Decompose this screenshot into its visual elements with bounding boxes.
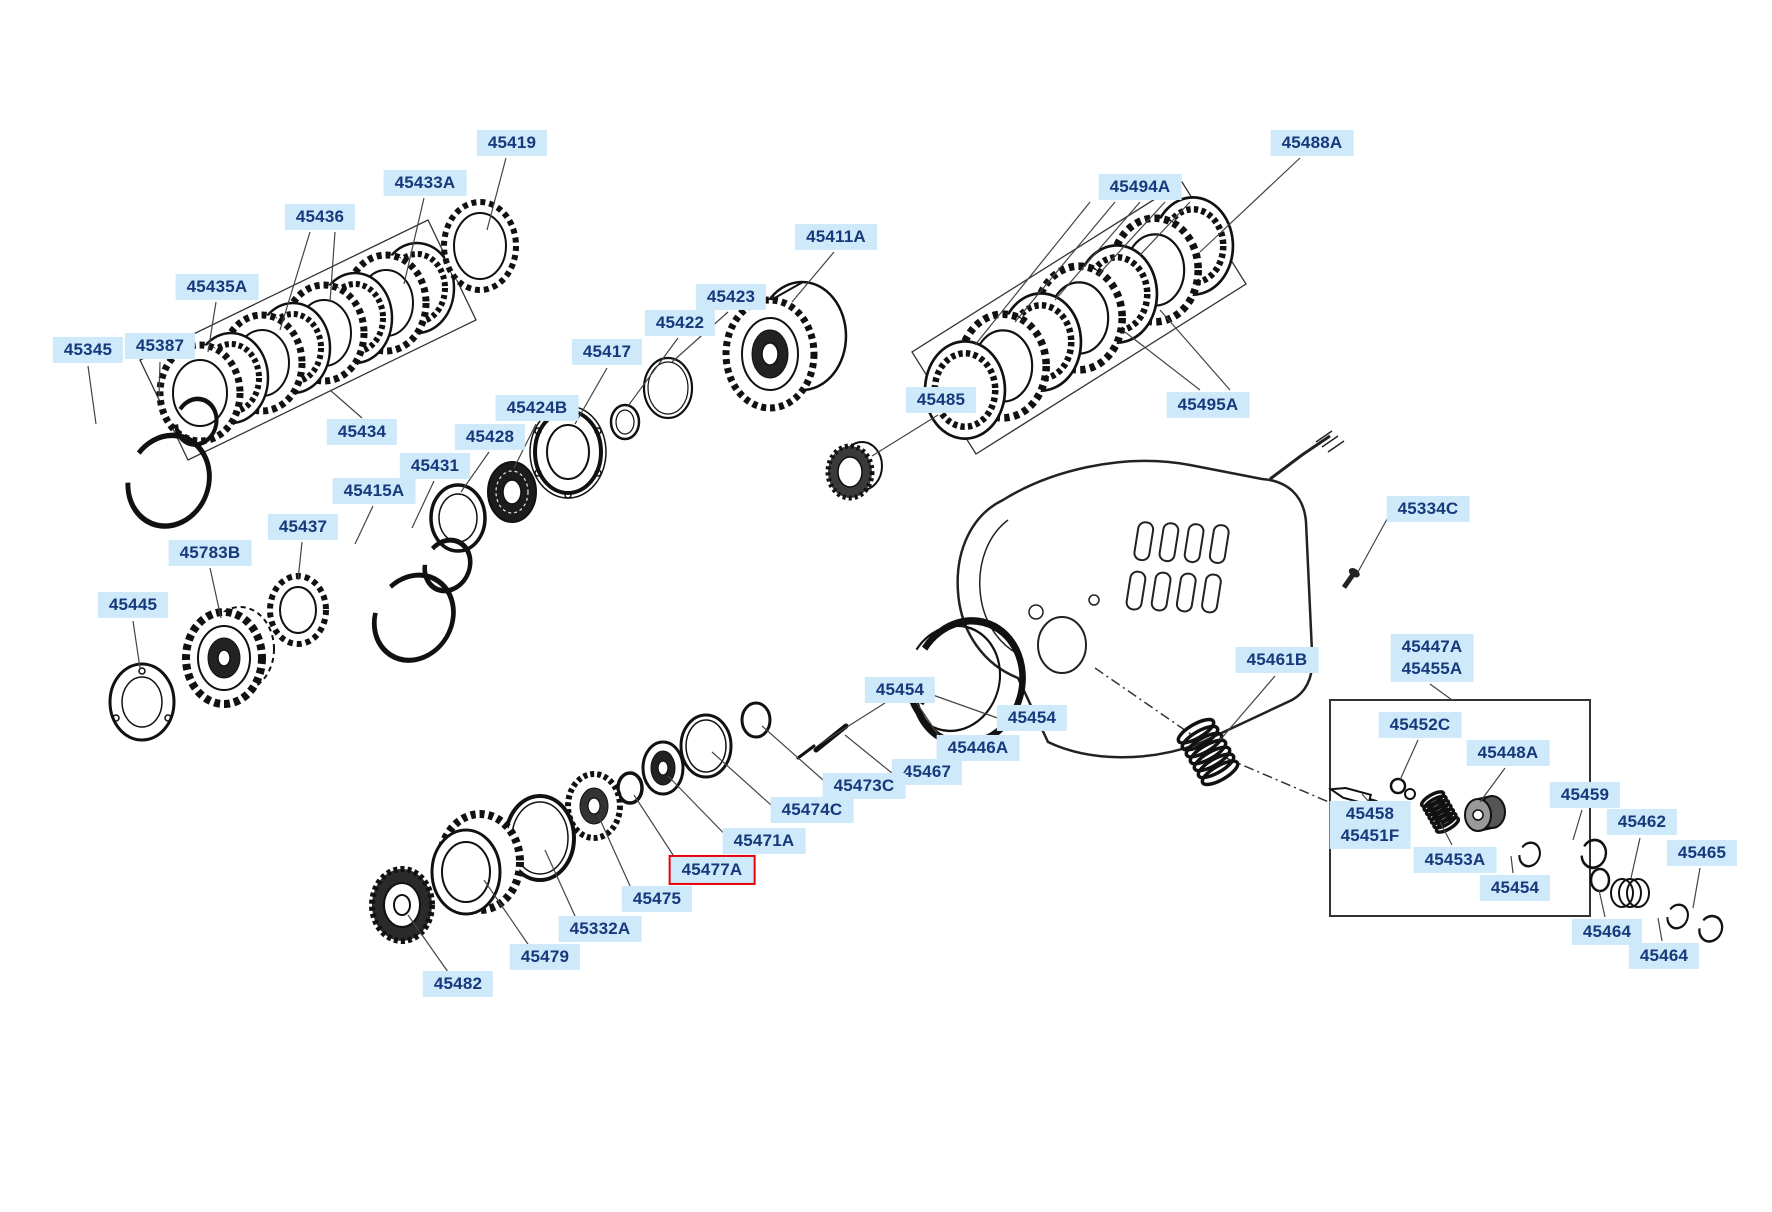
pin-45467 <box>813 723 849 753</box>
part-label-45417[interactable]: 45417 <box>571 338 643 366</box>
part-label-45459[interactable]: 45459 <box>1549 781 1621 809</box>
drum-45479 <box>430 810 524 916</box>
part-label-45446A[interactable]: 45446A <box>936 734 1020 762</box>
part-label-45422[interactable]: 45422 <box>644 309 716 337</box>
part-label-45495A[interactable]: 45495A <box>1166 391 1250 419</box>
part-label-45436[interactable]: 45436 <box>284 203 356 231</box>
transmission-case <box>956 430 1345 759</box>
part-label-45424B[interactable]: 45424B <box>495 394 579 422</box>
ring-45474C <box>679 713 733 779</box>
part-label-45445[interactable]: 45445 <box>97 591 169 619</box>
input-shaft <box>1269 434 1331 481</box>
washer-small <box>1404 788 1416 800</box>
part-label-45783B[interactable]: 45783B <box>168 539 252 567</box>
part-label-45454[interactable]: 45454 <box>864 676 936 704</box>
washer-45445 <box>108 662 176 742</box>
part-label-45482[interactable]: 45482 <box>422 970 494 998</box>
washer-45452C <box>1389 777 1407 795</box>
part-label-45411A[interactable]: 45411A <box>795 223 877 251</box>
part-label-45462[interactable]: 45462 <box>1606 808 1678 836</box>
part-label-45465[interactable]: 45465 <box>1666 839 1738 867</box>
friction-disc-45424B <box>487 461 537 523</box>
ring-gear-45419 <box>441 199 519 293</box>
assembly-centerlines <box>1094 667 1339 807</box>
part-label-45419[interactable]: 45419 <box>476 129 548 157</box>
bolt-45334C <box>1341 567 1360 589</box>
part-label-45471A[interactable]: 45471A <box>722 827 806 855</box>
plug-45448A <box>1464 795 1506 832</box>
part-label-45461B[interactable]: 45461B <box>1235 646 1319 674</box>
part-label-45494A[interactable]: 45494A <box>1098 173 1182 201</box>
part-label-45415A[interactable]: 45415A <box>332 477 416 505</box>
gear-45482 <box>369 866 435 944</box>
part-label-45473C[interactable]: 45473C <box>822 772 906 800</box>
part-label-45431[interactable]: 45431 <box>399 452 471 480</box>
pin-45454-a <box>796 744 816 760</box>
oring-45464-a <box>1589 867 1611 893</box>
gear-hub-45783B <box>182 606 275 708</box>
part-label-45467[interactable]: 45467 <box>891 758 963 786</box>
part-label-45458[interactable]: 45458 45451F <box>1329 800 1411 850</box>
part-label-45428[interactable]: 45428 <box>454 423 526 451</box>
part-label-45435A[interactable]: 45435A <box>175 273 259 301</box>
part-label-45452C[interactable]: 45452C <box>1378 711 1462 739</box>
part-label-45464[interactable]: 45464 <box>1571 918 1643 946</box>
part-label-45332A[interactable]: 45332A <box>558 915 642 943</box>
hub-45475 <box>565 771 623 841</box>
ribbed-piston-45462 <box>1610 878 1650 908</box>
clutch-drum-45411A <box>722 280 848 412</box>
part-label-45477A[interactable]: 45477A <box>668 854 756 886</box>
part-label-45475[interactable]: 45475 <box>621 885 693 913</box>
ring-45473C <box>740 701 772 739</box>
part-label-45448A[interactable]: 45448A <box>1466 739 1550 767</box>
sprag-gear-45485 <box>825 441 883 501</box>
ring-45423 <box>642 356 694 420</box>
washer-45422 <box>609 403 641 441</box>
part-label-45334C[interactable]: 45334C <box>1386 495 1470 523</box>
part-label-45387[interactable]: 45387 <box>124 332 196 360</box>
part-label-45485[interactable]: 45485 <box>905 386 977 414</box>
part-label-45453A[interactable]: 45453A <box>1413 846 1497 874</box>
part-label-45454[interactable]: 45454 <box>1479 874 1551 902</box>
part-label-45433A[interactable]: 45433A <box>383 169 467 197</box>
part-label-45464[interactable]: 45464 <box>1628 942 1700 970</box>
part-label-45488A[interactable]: 45488A <box>1270 129 1354 157</box>
part-label-45454[interactable]: 45454 <box>996 704 1068 732</box>
part-label-45447A[interactable]: 45447A 45455A <box>1390 633 1474 683</box>
part-label-45437[interactable]: 45437 <box>267 513 339 541</box>
part-label-45345[interactable]: 45345 <box>52 336 124 364</box>
part-label-45434[interactable]: 45434 <box>326 418 398 446</box>
part-label-45423[interactable]: 45423 <box>695 283 767 311</box>
part-label-45479[interactable]: 45479 <box>509 943 581 971</box>
part-label-45474C[interactable]: 45474C <box>770 796 854 824</box>
